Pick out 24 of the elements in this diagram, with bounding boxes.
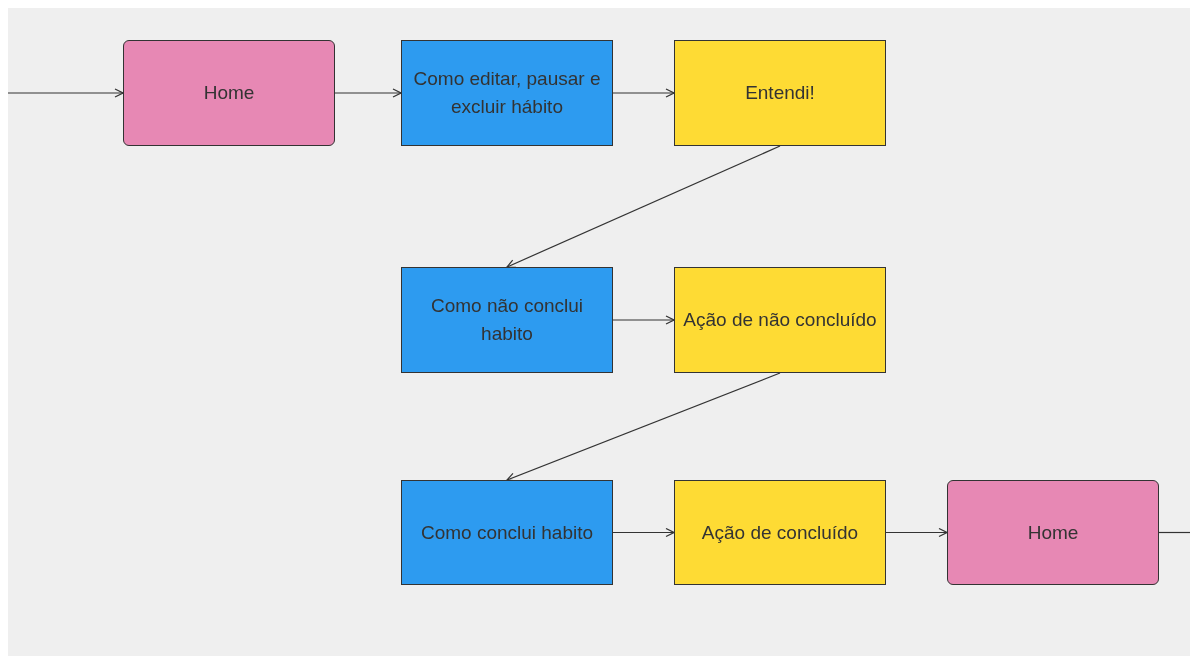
box-label: Entendi! [745, 81, 815, 105]
process-box [674, 480, 886, 585]
arrow [612, 315, 675, 325]
box-label: Como editar, pausar e excluir hábito [412, 67, 602, 119]
process-box [401, 40, 613, 146]
process-box [674, 267, 886, 373]
box-label: Como não conclui habito [429, 294, 585, 346]
process-box [947, 480, 1159, 585]
arrow [506, 372, 781, 482]
arrow [506, 145, 781, 268]
arrow [612, 88, 675, 98]
arrow [7, 88, 124, 98]
box-label: Ação de não concluído [683, 308, 877, 332]
process-box [674, 40, 886, 146]
box-label: Home [1027, 520, 1079, 545]
box-label: Home [203, 81, 255, 105]
box-label: Ação de concluído [701, 520, 859, 545]
arrow [612, 527, 675, 538]
process-box [401, 480, 613, 585]
box-label: Como conclui habito [420, 520, 594, 545]
process-box [401, 267, 613, 373]
arrow [885, 527, 948, 538]
arrow [334, 88, 402, 98]
process-box [123, 40, 335, 146]
